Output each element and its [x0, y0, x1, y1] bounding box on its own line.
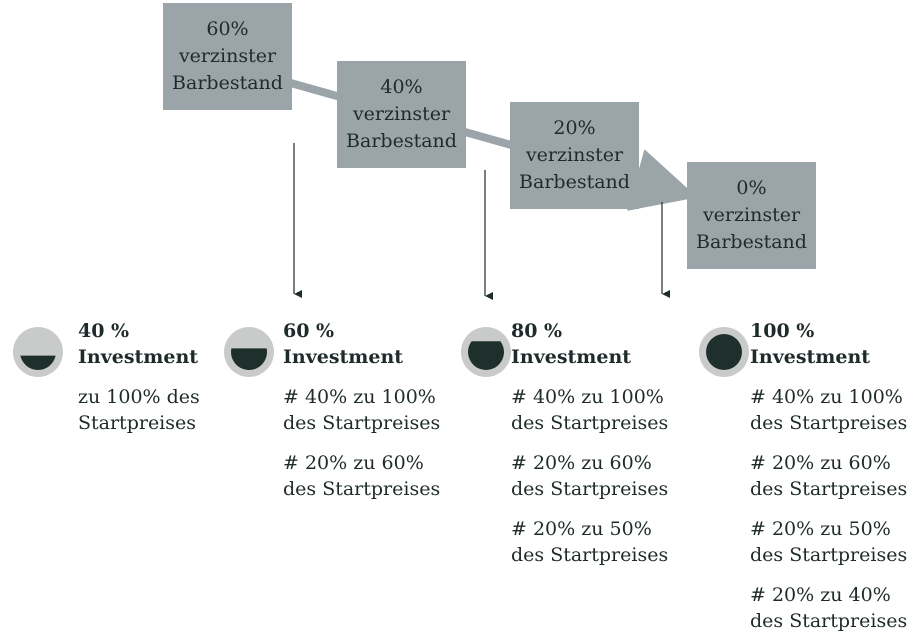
tranche-line: # 20% zu 60%: [511, 452, 652, 474]
cash-percent: 60%: [206, 18, 249, 40]
tranche-line: Startpreises: [78, 412, 197, 434]
stage-block: 60 % Investment # 40% zu 100% des Startp…: [283, 318, 440, 502]
fill-level-circle: [224, 327, 274, 377]
cash-box: 60% verzinster Barbestand: [163, 3, 292, 110]
stage-title: Investment: [511, 346, 632, 368]
tranche: # 40% zu 100% des Startpreises: [750, 384, 907, 436]
cash-label: Barbestand: [696, 231, 807, 253]
tranche: # 20% zu 60% des Startpreises: [750, 450, 907, 502]
tranche-line: des Startpreises: [750, 478, 908, 500]
stage-title: Investment: [78, 346, 199, 368]
cash-box: 20% verzinster Barbestand: [510, 102, 639, 209]
cash-percent: 0%: [736, 177, 767, 199]
fill-level-circle: [13, 327, 63, 377]
tranche-line: # 20% zu 60%: [750, 452, 891, 474]
fill-level: [706, 334, 742, 370]
tranche-line: des Startpreises: [511, 544, 669, 566]
cash-label: verzinster: [178, 45, 277, 67]
cash-label: Barbestand: [346, 130, 457, 152]
tranche-line: # 20% zu 50%: [750, 518, 891, 540]
fill-level: [231, 348, 267, 370]
tranche: # 40% zu 100% des Startpreises: [283, 384, 440, 436]
tranche-line: des Startpreises: [511, 412, 669, 434]
tranche: zu 100% des Startpreises: [78, 384, 200, 436]
tranche-line: des Startpreises: [750, 544, 908, 566]
cash-box: 40% verzinster Barbestand: [337, 61, 466, 168]
stage-block: 100 % Investment # 40% zu 100% des Start…: [750, 318, 907, 634]
tranche-line: des Startpreises: [283, 478, 441, 500]
stage-block: 40 % Investment zu 100% des Startpreises: [78, 318, 200, 436]
tranche-line: # 40% zu 100%: [283, 386, 436, 408]
stage-block: 80 % Investment # 40% zu 100% des Startp…: [511, 318, 668, 568]
tranche: # 20% zu 60% des Startpreises: [511, 450, 668, 502]
cash-label: Barbestand: [172, 72, 283, 94]
stage-percent: 80 %: [511, 320, 563, 342]
stage-percent: 40 %: [78, 320, 130, 342]
stage-percent: 60 %: [283, 320, 335, 342]
tranche-line: zu 100% des: [78, 386, 200, 408]
stage-percent: 100 %: [750, 320, 815, 342]
tranche-line: # 20% zu 50%: [511, 518, 652, 540]
tranche-line: des Startpreises: [750, 610, 908, 632]
tranche-line: # 40% zu 100%: [750, 386, 903, 408]
fill-level: [20, 355, 56, 370]
tranche-line: des Startpreises: [511, 478, 669, 500]
cash-label: verzinster: [525, 144, 624, 166]
cash-label: verzinster: [352, 103, 451, 125]
fill-level: [468, 341, 504, 370]
tranche: # 40% zu 100% des Startpreises: [511, 384, 668, 436]
tranche: # 20% zu 40% des Startpreises: [750, 582, 907, 634]
tranche-line: des Startpreises: [750, 412, 908, 434]
tranche-line: # 20% zu 40%: [750, 584, 891, 606]
fill-level-circle: [461, 327, 511, 377]
tranche-line: # 40% zu 100%: [511, 386, 664, 408]
cash-label: Barbestand: [519, 171, 630, 193]
stage-title: Investment: [750, 346, 871, 368]
cash-percent: 20%: [553, 117, 596, 139]
tranche-line: # 20% zu 60%: [283, 452, 424, 474]
tranche-line: des Startpreises: [283, 412, 441, 434]
cash-label: verzinster: [702, 204, 801, 226]
fill-level-circle: [699, 327, 749, 377]
stage-title: Investment: [283, 346, 404, 368]
cash-percent: 40%: [380, 76, 423, 98]
cash-box: 0% verzinster Barbestand: [687, 162, 816, 269]
tranche: # 20% zu 50% des Startpreises: [511, 516, 668, 568]
tranche: # 20% zu 50% des Startpreises: [750, 516, 907, 568]
tranche: # 20% zu 60% des Startpreises: [283, 450, 440, 502]
